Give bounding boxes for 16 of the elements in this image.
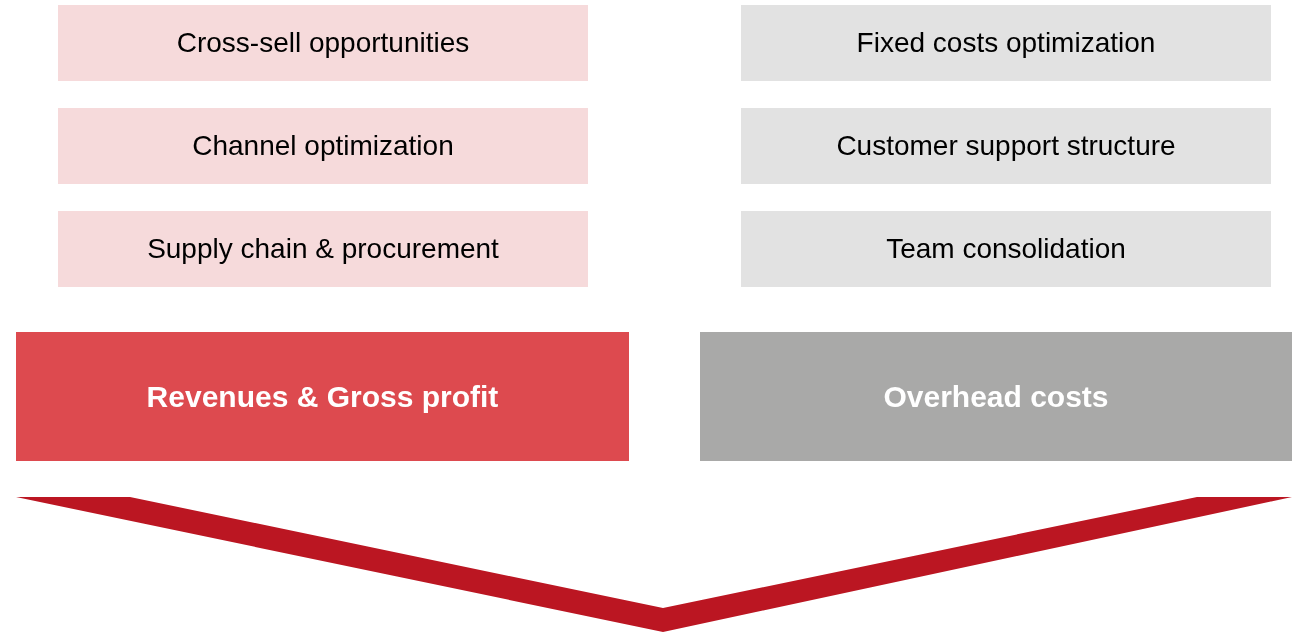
category-label: Overhead costs [883,379,1109,414]
item-label: Supply chain & procurement [147,233,499,265]
item-label: Customer support structure [836,130,1176,162]
item-box [741,108,1271,184]
item-label: Channel optimization [192,130,454,162]
category-label: Revenues & Gross profit [146,379,499,414]
category-box [16,332,629,461]
item-label: Fixed costs optimization [856,27,1156,59]
item-box [741,5,1271,81]
item-label: Cross-sell opportunities [176,27,470,59]
item-box [58,108,588,184]
item-box [58,5,588,81]
item-label: Team consolidation [886,233,1126,265]
item-box [58,211,588,287]
item-box [741,211,1271,287]
category-box [700,332,1292,461]
